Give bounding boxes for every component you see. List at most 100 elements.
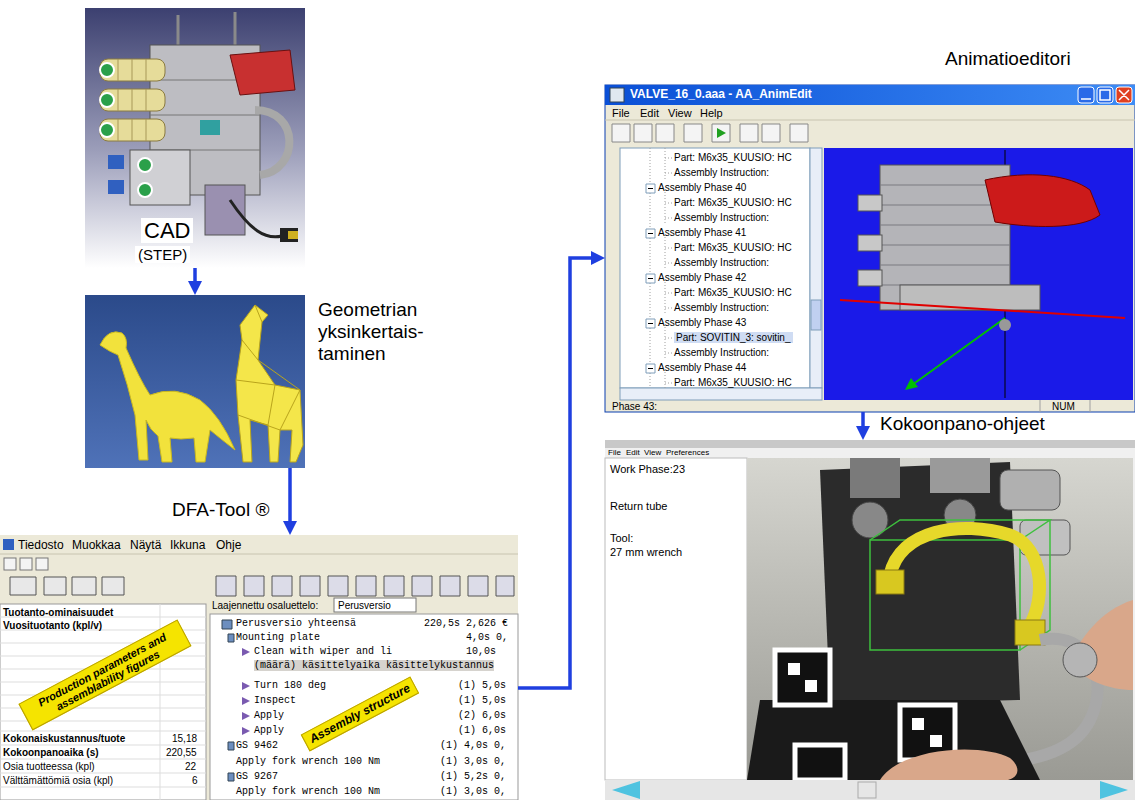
tree-item: Assembly Instruction: [674, 212, 769, 223]
augmented-reality-screenshot-part [612, 781, 640, 799]
tree-item: Part: M6x35_KUUSIO: HC [674, 287, 792, 298]
augmented-reality-screenshot-part [876, 570, 904, 594]
tree-item: Assembly Phase 41 [658, 227, 746, 238]
arrowhead [591, 251, 605, 265]
augmented-reality-screenshot-part [1100, 781, 1128, 799]
arrowhead [856, 426, 870, 440]
table-cell: Kokoonpanoaika (s) [3, 747, 99, 758]
tree-item: Assembly Instruction: [674, 302, 769, 313]
animation-editor-window-part [605, 120, 1135, 121]
node-label: CAD [141, 218, 193, 243]
animation-editor-window-part [620, 388, 822, 400]
table-cell: 22 [185, 761, 196, 772]
animation-editor-window-part [985, 175, 1100, 227]
cad-model-part [255, 110, 289, 175]
banner-label: Production parameters and assemblability… [18, 619, 191, 730]
tree-row: GS 9267 [236, 771, 278, 782]
tree-row: (1) 5,0s [458, 695, 506, 706]
cad-model-part [200, 120, 220, 135]
animation-editor-window-part [810, 148, 822, 388]
tree-item: Assembly Instruction: [674, 167, 769, 178]
cad-model-part [230, 200, 282, 237]
tree-row: GS 9462 [236, 740, 278, 751]
tree-row: Mounting plate [236, 632, 320, 643]
tree-item: Part: M6x35_KUUSIO: HC [674, 377, 792, 388]
animation-editor-window-part [1078, 87, 1094, 103]
table-cell: 15,18 [172, 733, 197, 744]
tree-item: Assembly Instruction: [674, 347, 769, 358]
node-label: (STEP) [135, 246, 190, 263]
augmented-reality-screenshot-part [930, 458, 990, 493]
connector-line [518, 258, 591, 688]
flow-arrow [188, 268, 202, 295]
animation-editor-window-part [1090, 400, 1091, 412]
cad-model-part [138, 158, 152, 172]
connector-line [861, 412, 865, 426]
tree-row: Apply [254, 725, 284, 736]
augmented-reality-screenshot [605, 440, 1135, 800]
animation-editor-window-part [858, 195, 882, 211]
menu-item: View [644, 449, 661, 458]
augmented-reality-screenshot-part [890, 528, 1040, 625]
augmented-reality-screenshot-part [775, 650, 830, 705]
animation-editor-window-part [999, 319, 1011, 331]
augmented-reality-screenshot-part [852, 502, 888, 538]
image-panel: Geometrian yksinkertais- taminen [85, 295, 305, 468]
animation-editor-window-part [1081, 90, 1129, 100]
cad-model-part [150, 115, 260, 116]
tree-row: (1) 5,0s [458, 680, 506, 691]
table-cell: Tuotanto-ominaisuudet [3, 607, 113, 618]
cad-model-part [108, 155, 124, 169]
tree-row: (määrä) käsittelyaika käsittelykustannus [254, 660, 494, 671]
dfa-tool-screenshot-part [216, 576, 514, 596]
dfa-tool-screenshot-part [242, 648, 250, 735]
augmented-reality-screenshot-part [788, 663, 817, 692]
menu-item: Help [700, 107, 723, 119]
image-panel: CAD (STEP) [85, 8, 305, 268]
cad-model-part [234, 12, 237, 45]
augmented-reality-screenshot-part [605, 440, 1135, 800]
animation-editor-window-part [605, 85, 1135, 412]
menu-item: Preferences [666, 449, 709, 458]
cad-model-part [118, 59, 146, 141]
menu-item: Tiedosto [18, 539, 64, 552]
menu-item: Edit [640, 107, 659, 119]
geometry-simplification-figure-part [236, 305, 303, 462]
menu-item: Muokkaa [72, 539, 121, 552]
animation-editor-window-part [858, 235, 882, 251]
augmented-reality-screenshot-part [850, 458, 900, 498]
animation-editor-window-part [610, 88, 624, 102]
tree-item: Part: M6x35_KUUSIO: HC [674, 242, 792, 253]
animation-editor-window-part [824, 148, 1133, 400]
animation-editor-window-part [811, 300, 821, 330]
instruction-text: Tool: [610, 532, 633, 544]
dfa-tool-screenshot-part [334, 598, 416, 612]
menu-item: View [668, 107, 692, 119]
augmented-reality-screenshot-part [870, 520, 1050, 650]
cad-model-part [108, 180, 124, 194]
cad-model-part [280, 228, 298, 242]
panel-heading: DFA-Tool ® [172, 499, 269, 521]
animation-editor-window-part [648, 189, 653, 369]
table-cell: 6 [192, 775, 198, 786]
tree-row: 10,0s [466, 646, 496, 657]
animation-editor-window-part [612, 124, 808, 142]
animation-editor-window-part [900, 285, 1040, 310]
dfa-tool-screenshot [0, 535, 518, 800]
cad-model-part [130, 150, 190, 205]
tree-row: Apply fork wrench 100 Nm [236, 786, 380, 797]
tree-row: (1) 5,2s 0, [440, 771, 506, 782]
tree-row: (1) 3,0s 0, [440, 756, 506, 767]
augmented-reality-screenshot-part [1000, 470, 1060, 510]
connector-line [288, 468, 292, 521]
dfa-tool-screenshot-part [0, 554, 518, 555]
flow-arrow [518, 251, 605, 688]
dfa-tool-screenshot-part [0, 604, 206, 800]
animation-editor-window [605, 85, 1135, 412]
dfa-tool-screenshot-part [0, 604, 206, 800]
tree-row: Apply [254, 710, 284, 721]
